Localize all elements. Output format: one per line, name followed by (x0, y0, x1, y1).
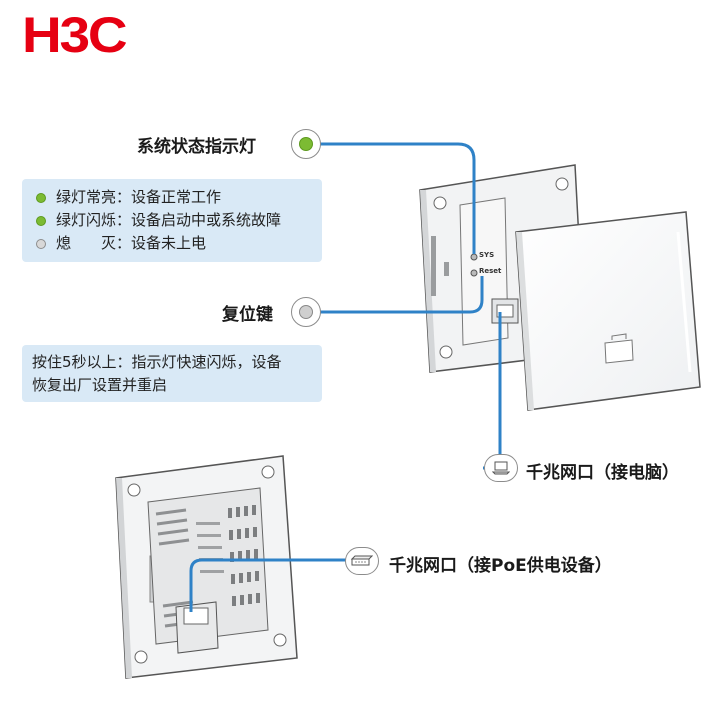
green-dot-icon (36, 192, 46, 203)
led-state-row: 绿灯常亮：设备正常工作 (34, 186, 322, 209)
reset-label: 复位键 (222, 305, 273, 325)
reset-note-line: 恢复出厂设置并重启 (32, 376, 168, 394)
led-state-text: 绿灯闪烁：设备启动中或系统故障 (56, 211, 282, 229)
led-state-text: 熄 灭：设备未上电 (56, 234, 207, 252)
front-cover (515, 211, 701, 411)
led-state-text: 绿灯常亮：设备正常工作 (56, 188, 222, 206)
sys-led-label: 系统状态指示灯 (137, 137, 256, 157)
device-sys-label: SYS (479, 251, 495, 259)
led-states-box: 绿灯常亮：设备正常工作 绿灯闪烁：设备启动中或系统故障 熄 灭：设备未上电 (22, 179, 322, 262)
laptop-icon (484, 454, 518, 482)
reset-note-line: 按住5秒以上：指示灯快速闪烁，设备 (32, 353, 282, 371)
h3c-logo: H3C (22, 7, 128, 63)
ap-back-side (115, 455, 298, 679)
poe-switch-icon (345, 547, 379, 575)
green-led-icon (291, 129, 321, 159)
reset-button-icon (291, 297, 321, 327)
device-reset-label: Reset (479, 267, 502, 275)
reset-note-box: 按住5秒以上：指示灯快速闪烁，设备 恢复出厂设置并重启 (22, 345, 322, 402)
gray-dot-icon (36, 238, 46, 249)
poe-port-label: 千兆网口（接PoE供电设备） (389, 556, 612, 576)
led-state-row: 绿灯闪烁：设备启动中或系统故障 (34, 209, 322, 232)
green-dot-icon (36, 215, 46, 226)
lan-port-label: 千兆网口（接电脑） (526, 463, 679, 483)
led-state-row: 熄 灭：设备未上电 (34, 232, 322, 255)
